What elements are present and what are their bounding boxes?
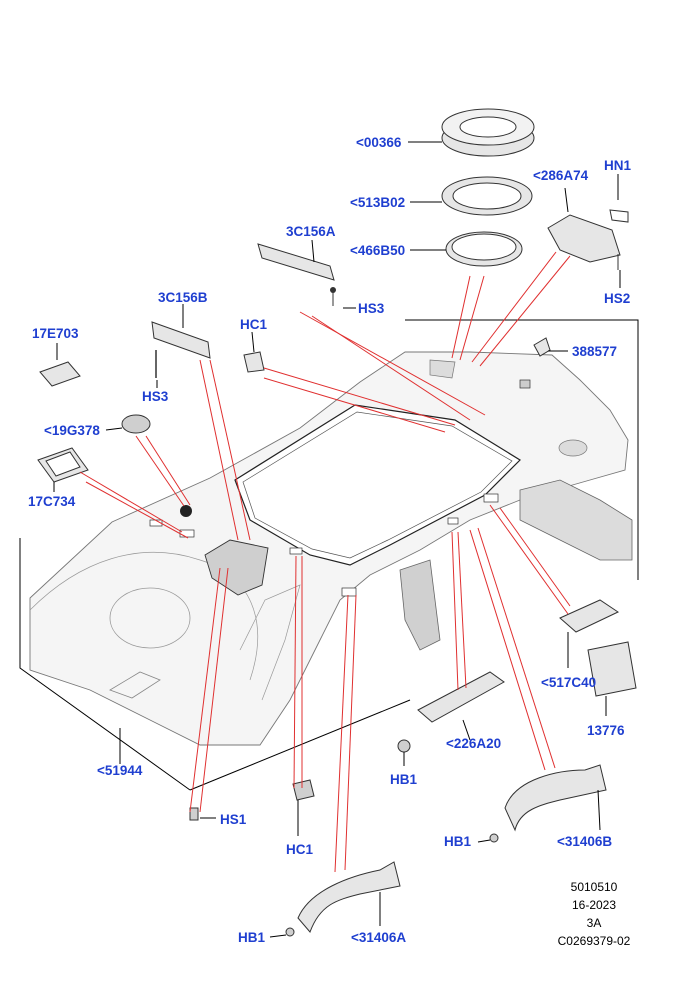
part-sensor-19G378	[121, 414, 151, 434]
callout-HS3-left[interactable]: HS3	[142, 389, 169, 404]
part-clip-HC1-top	[243, 351, 265, 373]
callout-17C734[interactable]: 17C734	[28, 494, 76, 509]
callout-513B02[interactable]: <513B02	[350, 195, 406, 210]
callout-286A74[interactable]: <286A74	[533, 168, 589, 183]
callout-31406B[interactable]: <31406B	[557, 834, 613, 849]
callout-3C156B[interactable]: 3C156B	[158, 290, 208, 305]
part-grab-handle-31406A	[297, 861, 401, 933]
part-module-13776	[587, 641, 637, 697]
part-grab-handle-31406B	[504, 764, 607, 832]
callout-226A20[interactable]: <226A20	[446, 736, 502, 751]
part-speaker-grille	[445, 231, 523, 267]
info-line-4: C0269379-02	[557, 934, 631, 948]
part-lamp-17C734	[37, 447, 89, 483]
callout-466B50[interactable]: <466B50	[350, 243, 406, 258]
fasteners	[189, 739, 499, 937]
callout-51944[interactable]: <51944	[97, 763, 143, 778]
info-line-1: 5010510	[570, 880, 618, 894]
part-lamp-517C40	[559, 599, 620, 633]
red-leader-lines	[79, 251, 571, 873]
part-bracket-286A74	[547, 209, 629, 270]
callout-31406A[interactable]: <31406A	[351, 930, 407, 945]
callout-517C40[interactable]: <517C40	[541, 675, 597, 690]
callout-HB1-right[interactable]: HB1	[444, 834, 472, 849]
callout-HN1[interactable]: HN1	[604, 158, 632, 173]
callout-HC1-top[interactable]: HC1	[240, 317, 268, 332]
callout-388577[interactable]: 388577	[572, 344, 618, 359]
callout-HC1-bottom[interactable]: HC1	[286, 842, 314, 857]
headliner-panel	[29, 351, 633, 746]
part-seal-ring	[441, 176, 533, 216]
info-line-3: 3A	[586, 916, 602, 930]
part-speaker-ring	[441, 108, 535, 157]
info-line-2: 16-2023	[571, 898, 617, 912]
callout-HS1[interactable]: HS1	[220, 812, 247, 827]
part-rail-3C156B	[151, 321, 211, 378]
assembly-frame	[19, 319, 639, 791]
part-clip-388577	[533, 337, 551, 357]
callout-leaders	[53, 141, 621, 938]
part-rail-3C156A	[257, 243, 336, 306]
callout-HS2[interactable]: HS2	[604, 291, 631, 306]
callout-HB1-mid[interactable]: HB1	[390, 772, 418, 787]
callout-19G378[interactable]: <19G378	[44, 423, 100, 438]
part-bracket-226A20	[417, 671, 505, 723]
part-lamp-17E703	[39, 361, 81, 387]
callout-13776[interactable]: 13776	[587, 723, 625, 738]
callout-17E703[interactable]: 17E703	[32, 326, 79, 341]
callout-3C156A[interactable]: 3C156A	[286, 224, 336, 239]
callout-HB1-bottom[interactable]: HB1	[238, 930, 266, 945]
callout-00366[interactable]: <00366	[356, 135, 402, 150]
callout-HS3-top[interactable]: HS3	[358, 301, 385, 316]
